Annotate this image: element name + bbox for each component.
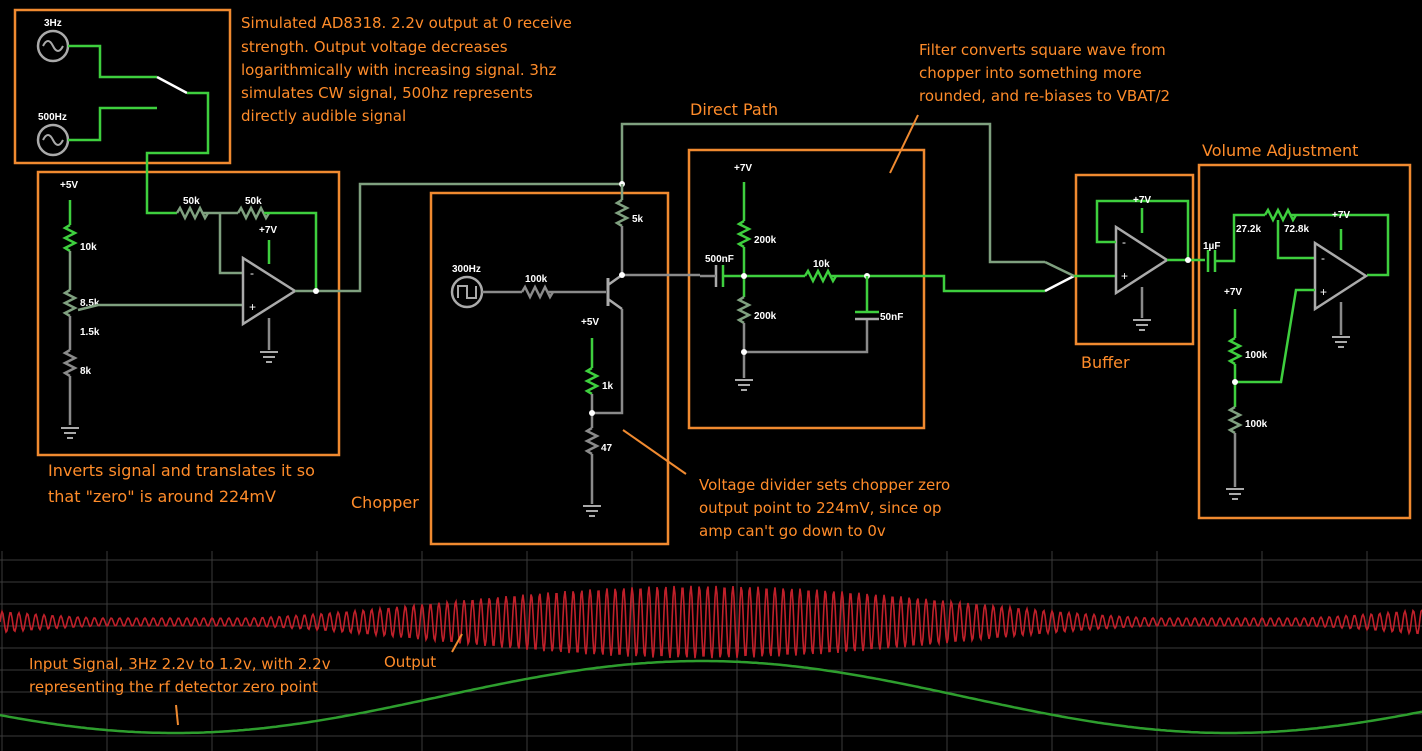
selector-switch[interactable] xyxy=(156,75,188,95)
filter-box xyxy=(687,148,926,430)
svg-text:+: + xyxy=(249,300,256,314)
transistor-npn[interactable] xyxy=(606,273,623,311)
resistor-10k-b[interactable] xyxy=(803,268,838,284)
ground xyxy=(1225,488,1245,500)
resistor-5k[interactable] xyxy=(614,198,630,228)
label-3hz: 3Hz xyxy=(44,18,62,29)
label-r5k: 5k xyxy=(632,214,644,225)
label-c50nf: 50nF xyxy=(880,312,903,323)
ground xyxy=(60,427,80,439)
scope-input-trace xyxy=(0,659,1422,735)
label-500hz: 500Hz xyxy=(38,112,67,123)
divider-note: Voltage divider sets chopper zero output… xyxy=(699,476,955,540)
label-r1-5k: 1.5k xyxy=(80,327,100,338)
scope-grid xyxy=(0,551,1422,751)
wire-inverter-out xyxy=(295,182,622,293)
potentiometer[interactable] xyxy=(62,288,78,318)
source-note: Simulated AD8318. 2.2v output at 0 recei… xyxy=(241,14,577,125)
label-r50k-b: 50k xyxy=(245,196,262,207)
label-c500nf: 500nF xyxy=(705,254,734,265)
wire-500hz xyxy=(68,106,157,142)
capacitor-500nf[interactable] xyxy=(714,265,725,287)
label-r8k: 8k xyxy=(80,366,92,377)
resistor-100k-b[interactable] xyxy=(1227,336,1243,366)
inverter-box xyxy=(36,170,341,457)
chopper-box xyxy=(429,191,670,546)
resistor-50k-a[interactable] xyxy=(175,205,210,221)
resistor-100k-c[interactable] xyxy=(1227,405,1243,435)
output-note-pointer xyxy=(451,633,463,653)
label-v5-a: +5V xyxy=(60,180,78,191)
label-r72-8k: 72.8k xyxy=(1284,224,1309,235)
label-300hz: 300Hz xyxy=(452,264,481,275)
svg-text:-: - xyxy=(1122,235,1126,249)
square-source-300hz[interactable] xyxy=(450,275,484,309)
label-r10k-b: 10k xyxy=(813,259,830,270)
label-v7-a: +7V xyxy=(259,225,277,236)
resistor-50k-b[interactable] xyxy=(236,205,271,221)
output-label: Output xyxy=(384,653,436,671)
opamp-buffer[interactable]: - + xyxy=(1114,224,1170,296)
source-box xyxy=(13,8,232,165)
buffer-label: Buffer xyxy=(1081,353,1130,372)
opamp-volume[interactable]: - + xyxy=(1313,240,1369,312)
label-r1k: 1k xyxy=(602,381,614,392)
svg-text:-: - xyxy=(250,266,254,280)
direct-path-label: Direct Path xyxy=(690,100,778,119)
ac-source-3hz[interactable] xyxy=(36,29,70,63)
label-r27-2k: 27.2k xyxy=(1236,224,1261,235)
svg-text:+: + xyxy=(1320,285,1327,299)
volume-label: Volume Adjustment xyxy=(1202,141,1358,160)
capacitor-50nf[interactable] xyxy=(855,310,879,321)
ground xyxy=(582,505,602,517)
volume-box xyxy=(1197,163,1412,520)
label-v7-e: +7V xyxy=(1224,287,1242,298)
svg-text:-: - xyxy=(1321,251,1325,265)
resistor-100k-base[interactable] xyxy=(520,284,555,300)
label-r100k-a: 100k xyxy=(525,274,548,285)
wire-switch-out xyxy=(145,91,210,215)
volume-potentiometer[interactable] xyxy=(1263,207,1298,223)
wire-direct-path xyxy=(620,122,1045,264)
svg-text:+: + xyxy=(1121,269,1128,283)
ground xyxy=(259,351,279,363)
label-v7-b: +7V xyxy=(734,163,752,174)
chopper-label: Chopper xyxy=(351,493,419,512)
ground xyxy=(1331,336,1351,348)
label-v7-c: +7V xyxy=(1133,195,1151,206)
label-r47: 47 xyxy=(601,443,613,454)
resistor-200k-b[interactable] xyxy=(736,295,752,325)
scope-output-trace xyxy=(0,585,1422,659)
wire-3hz xyxy=(68,44,157,79)
label-r100k-b: 100k xyxy=(1245,350,1268,361)
capacitor-1uf[interactable] xyxy=(1206,250,1217,272)
resistor-1k[interactable] xyxy=(584,366,600,396)
label-r100k-c: 100k xyxy=(1245,419,1268,430)
resistor-200k-a[interactable] xyxy=(736,219,752,249)
label-v7-d: +7V xyxy=(1332,210,1350,221)
divider-note-pointer xyxy=(622,429,687,475)
input-note: Input Signal, 3Hz 2.2v to 1.2v, with 2.2… xyxy=(29,655,335,696)
input-note-pointer xyxy=(175,704,179,726)
label-r200k-b: 200k xyxy=(754,311,777,322)
label-r200k-a: 200k xyxy=(754,235,777,246)
inverter-note: Inverts signal and translates it so that… xyxy=(48,461,320,506)
path-select-switch[interactable] xyxy=(1044,274,1075,293)
label-v5-b: +5V xyxy=(581,317,599,328)
label-c1uf: 1µF xyxy=(1203,241,1220,252)
filter-note-pointer xyxy=(889,114,919,174)
ground xyxy=(1132,319,1152,331)
resistor-47[interactable] xyxy=(584,426,600,456)
ac-source-500hz[interactable] xyxy=(36,123,70,157)
resistor-10k-a[interactable] xyxy=(62,223,78,253)
resistor-8k[interactable] xyxy=(62,348,78,378)
ground xyxy=(734,379,754,391)
label-r50k-a: 50k xyxy=(183,196,200,207)
filter-note: Filter converts square wave from chopper… xyxy=(919,41,1170,105)
label-r10k-a: 10k xyxy=(80,242,97,253)
opamp-inverter[interactable]: - + xyxy=(241,255,298,327)
label-r8-5k: 8.5k xyxy=(80,298,100,309)
